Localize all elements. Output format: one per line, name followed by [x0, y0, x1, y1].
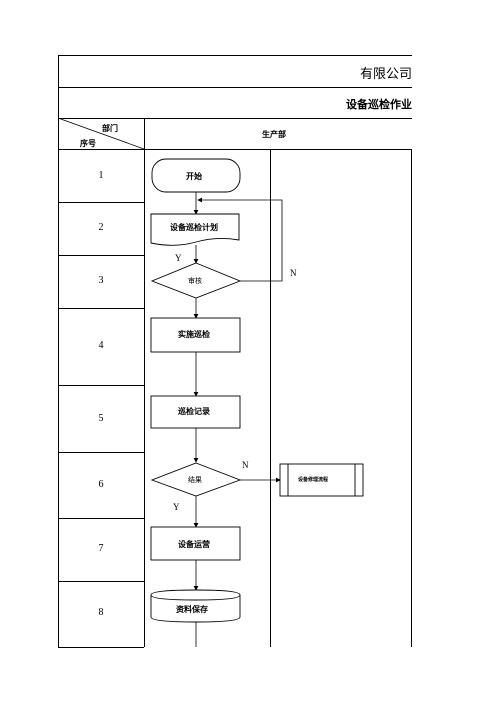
form-title: 设备巡检作业 — [346, 98, 412, 111]
dept-header-label: 部门 — [102, 124, 118, 133]
ledger-label: 设备运营 — [178, 540, 210, 549]
inspect-label: 实施巡检 — [178, 330, 210, 339]
row-number: 6 — [98, 479, 104, 490]
record-process — [150, 395, 241, 429]
company-name: 有限公司 — [359, 67, 412, 82]
row-number: 3 — [98, 275, 104, 286]
ledger-process — [150, 526, 241, 561]
result-no-label: N — [242, 460, 249, 470]
row-number: 1 — [98, 170, 104, 181]
result-label: 结果 — [188, 476, 202, 484]
row-divider — [58, 255, 144, 256]
review-yes-label: Y — [175, 253, 182, 263]
review-no-label: N — [290, 268, 297, 278]
dept-name: 生产部 — [262, 130, 286, 139]
result-yes-label: Y — [173, 502, 180, 512]
seq-column-divider — [144, 118, 145, 647]
seq-header-label: 序号 — [80, 139, 96, 148]
header-divider-2 — [58, 118, 412, 119]
result-decision — [150, 462, 242, 497]
right-border — [411, 149, 412, 647]
header-divider-1 — [58, 87, 412, 88]
column-header-bottom — [58, 149, 412, 150]
start-terminator — [151, 158, 241, 193]
row-divider — [58, 581, 144, 582]
row-number: 8 — [98, 607, 104, 618]
inspect-process — [150, 317, 241, 353]
repair-label: 设备修理流程 — [298, 477, 329, 483]
start-label: 开始 — [186, 172, 202, 181]
row-number: 5 — [98, 413, 104, 424]
archive-label: 资料保存 — [176, 605, 208, 614]
record-label: 巡检记录 — [178, 407, 210, 416]
row-divider — [58, 518, 144, 519]
top-border — [58, 55, 412, 56]
repair-subprocess — [279, 463, 364, 497]
row-divider — [58, 308, 144, 309]
left-border — [58, 55, 59, 647]
row-divider — [58, 385, 144, 386]
row-divider — [58, 647, 144, 648]
review-label: 审核 — [188, 277, 202, 285]
row-divider — [58, 202, 144, 203]
swimlane-divider — [270, 149, 271, 647]
plan-document — [150, 213, 240, 246]
row-divider — [58, 452, 144, 453]
row-number: 7 — [98, 543, 104, 554]
archive-storage — [150, 589, 241, 623]
review-decision — [150, 262, 242, 299]
plan-label: 设备巡检计划 — [170, 223, 218, 232]
row-number: 4 — [98, 340, 104, 351]
row-number: 2 — [98, 222, 104, 233]
